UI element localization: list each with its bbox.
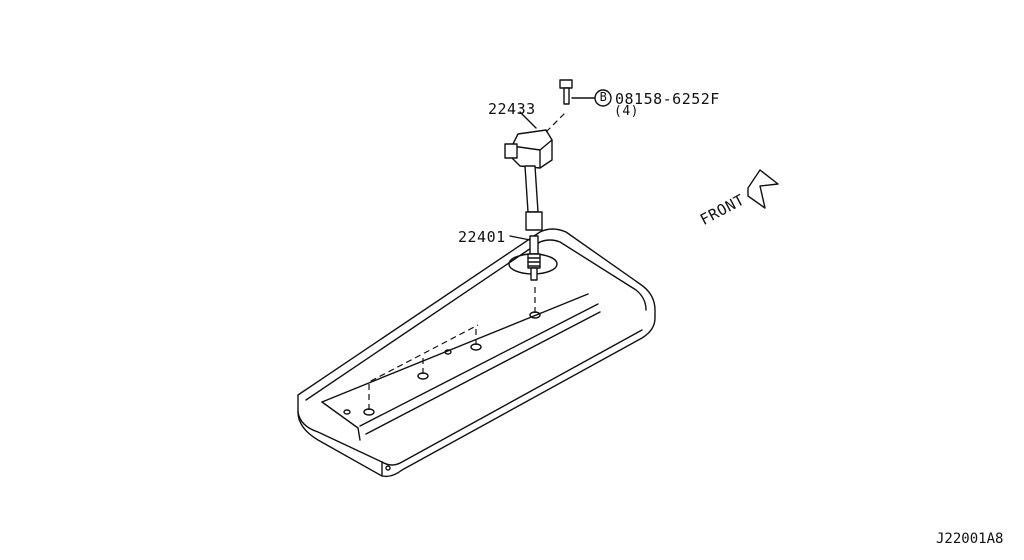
cylinder-head-cover	[297, 228, 656, 478]
spark-plug-22401	[509, 235, 541, 281]
fastener-symbol: B	[599, 90, 608, 104]
front-arrow-icon	[747, 169, 779, 209]
fastener-quantity: (4)	[614, 104, 639, 119]
part-number-plug: 22401	[458, 228, 506, 246]
fastener-symbol-circle	[594, 89, 612, 107]
ignition-coil-22433	[504, 111, 567, 231]
bolt	[559, 79, 612, 107]
fastener-number: 08158-6252F	[615, 90, 720, 108]
reference-code: J22001A8	[936, 531, 1004, 547]
part-number-coil: 22433	[488, 100, 536, 118]
